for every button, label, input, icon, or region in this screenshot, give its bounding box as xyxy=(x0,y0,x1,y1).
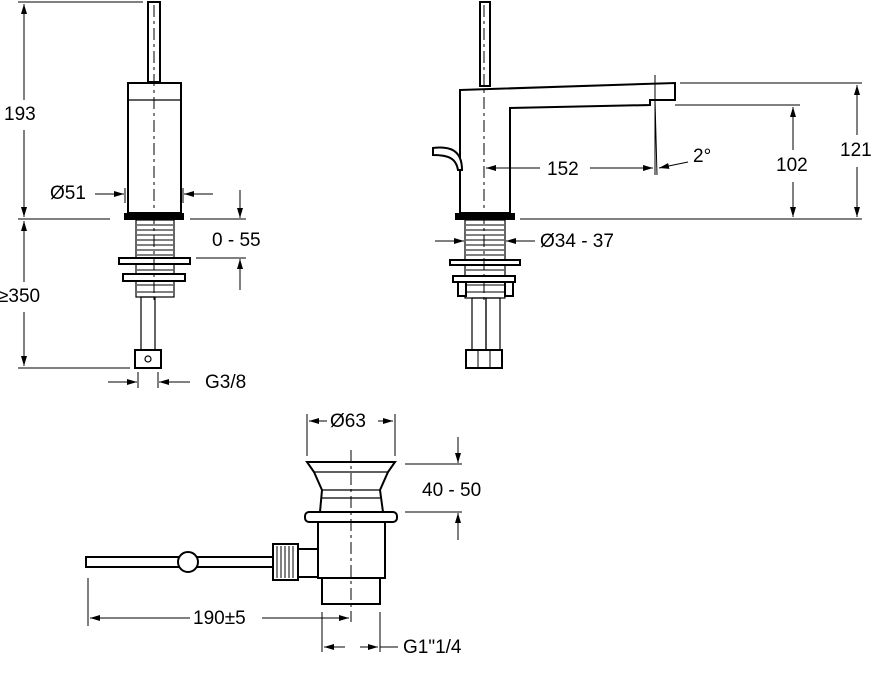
side-view-faucet xyxy=(432,1,676,369)
dim-spout-outlet-height: 102 xyxy=(776,155,808,176)
side-view-dimensions: 152 2° 102 121 Ø34 - 37 xyxy=(435,75,872,252)
thread xyxy=(137,224,173,293)
pop-up-drain xyxy=(85,450,398,622)
dim-rod-length: 190±5 xyxy=(193,608,246,629)
drain-dimensions: Ø63 40 - 50 190±5 G1"1/4 xyxy=(87,411,481,658)
dim-spout-reach: 152 xyxy=(547,159,579,180)
dim-spout-angle: 2° xyxy=(693,146,711,167)
dim-flange-diameter: Ø63 xyxy=(330,411,366,432)
dim-height-above-deck: 193 xyxy=(4,104,36,125)
dim-hose-length: ≥350 xyxy=(0,286,40,307)
front-view-dimensions: 193 ≥350 Ø51 0 - 55 G3/8 xyxy=(0,1,261,393)
dim-hole-diameter: Ø34 - 37 xyxy=(540,231,614,252)
dim-spout-top-height: 121 xyxy=(840,140,872,161)
dim-body-diameter: Ø51 xyxy=(50,183,86,204)
dim-drain-connection: G1"1/4 xyxy=(403,637,462,658)
dim-deck-thickness: 0 - 55 xyxy=(212,230,261,251)
dim-basin-thickness: 40 - 50 xyxy=(422,480,481,501)
dim-connection-g38: G3/8 xyxy=(205,372,246,393)
front-view-faucet xyxy=(118,1,191,369)
